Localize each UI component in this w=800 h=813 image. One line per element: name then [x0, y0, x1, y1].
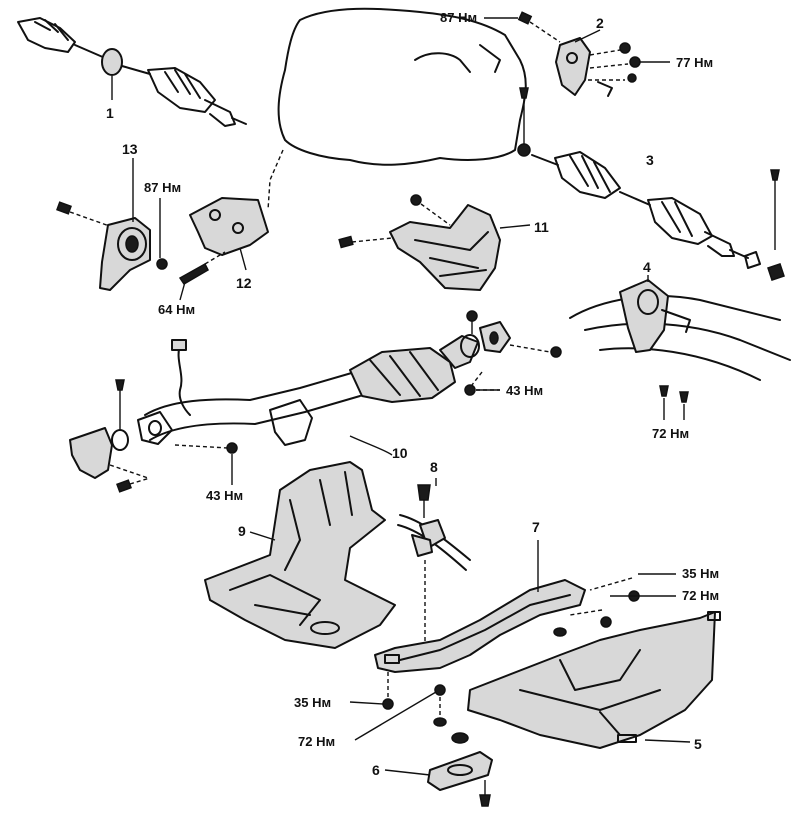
left-splash-shield: [204, 461, 396, 649]
torque-labels: 87 Нм 77 Нм 87 Нм 64 Нм 43 Нм 72 Нм 43 Н…: [144, 10, 719, 749]
torque-35-right: 35 Нм: [682, 566, 719, 581]
mount-bracket: [178, 197, 269, 301]
callout-1: 1: [106, 105, 114, 121]
left-engine-mount: [56, 158, 168, 291]
torque-87-left: 87 Нм: [144, 180, 181, 195]
torque-87-top: 87 Нм: [440, 10, 477, 25]
callout-9: 9: [238, 523, 246, 539]
center-crossmember: [374, 540, 640, 673]
torque-72-bottom: 72 Нм: [298, 734, 335, 749]
callout-3: 3: [646, 152, 654, 168]
center-bracket: [338, 194, 531, 291]
exhaust-pipe: [137, 310, 562, 456]
exhaust-clamp: [69, 379, 238, 493]
callout-labels: 1 2 3 4 5 6 7 8 9 10 11 12 13: [106, 15, 702, 778]
callout-6: 6: [372, 762, 380, 778]
torque-leaders: [349, 17, 676, 741]
torque-43-right: 43 Нм: [506, 383, 543, 398]
transmission-housing: [267, 7, 527, 211]
callout-2: 2: [596, 15, 604, 31]
torque-77: 77 Нм: [676, 55, 713, 70]
bearing-bracket: [517, 11, 641, 97]
torque-43-left: 43 Нм: [206, 488, 243, 503]
callout-10: 10: [392, 445, 408, 461]
bottom-plate: [382, 672, 493, 807]
callout-13: 13: [122, 141, 138, 157]
callout-11: 11: [534, 219, 549, 235]
callout-12: 12: [236, 275, 252, 291]
callout-4: 4: [643, 259, 651, 275]
right-splash-shield: [467, 611, 721, 749]
left-drive-shaft: [17, 17, 247, 127]
callout-8: 8: [430, 459, 438, 475]
torque-64: 64 Нм: [158, 302, 195, 317]
right-drive-shaft: [517, 87, 785, 281]
torque-72-right: 72 Нм: [682, 588, 719, 603]
torque-72-mount: 72 Нм: [652, 426, 689, 441]
callout-5: 5: [694, 736, 702, 752]
right-engine-mount: [569, 275, 791, 420]
cable-clip: [397, 478, 471, 660]
torque-35-left: 35 Нм: [294, 695, 331, 710]
callout-7: 7: [532, 519, 540, 535]
